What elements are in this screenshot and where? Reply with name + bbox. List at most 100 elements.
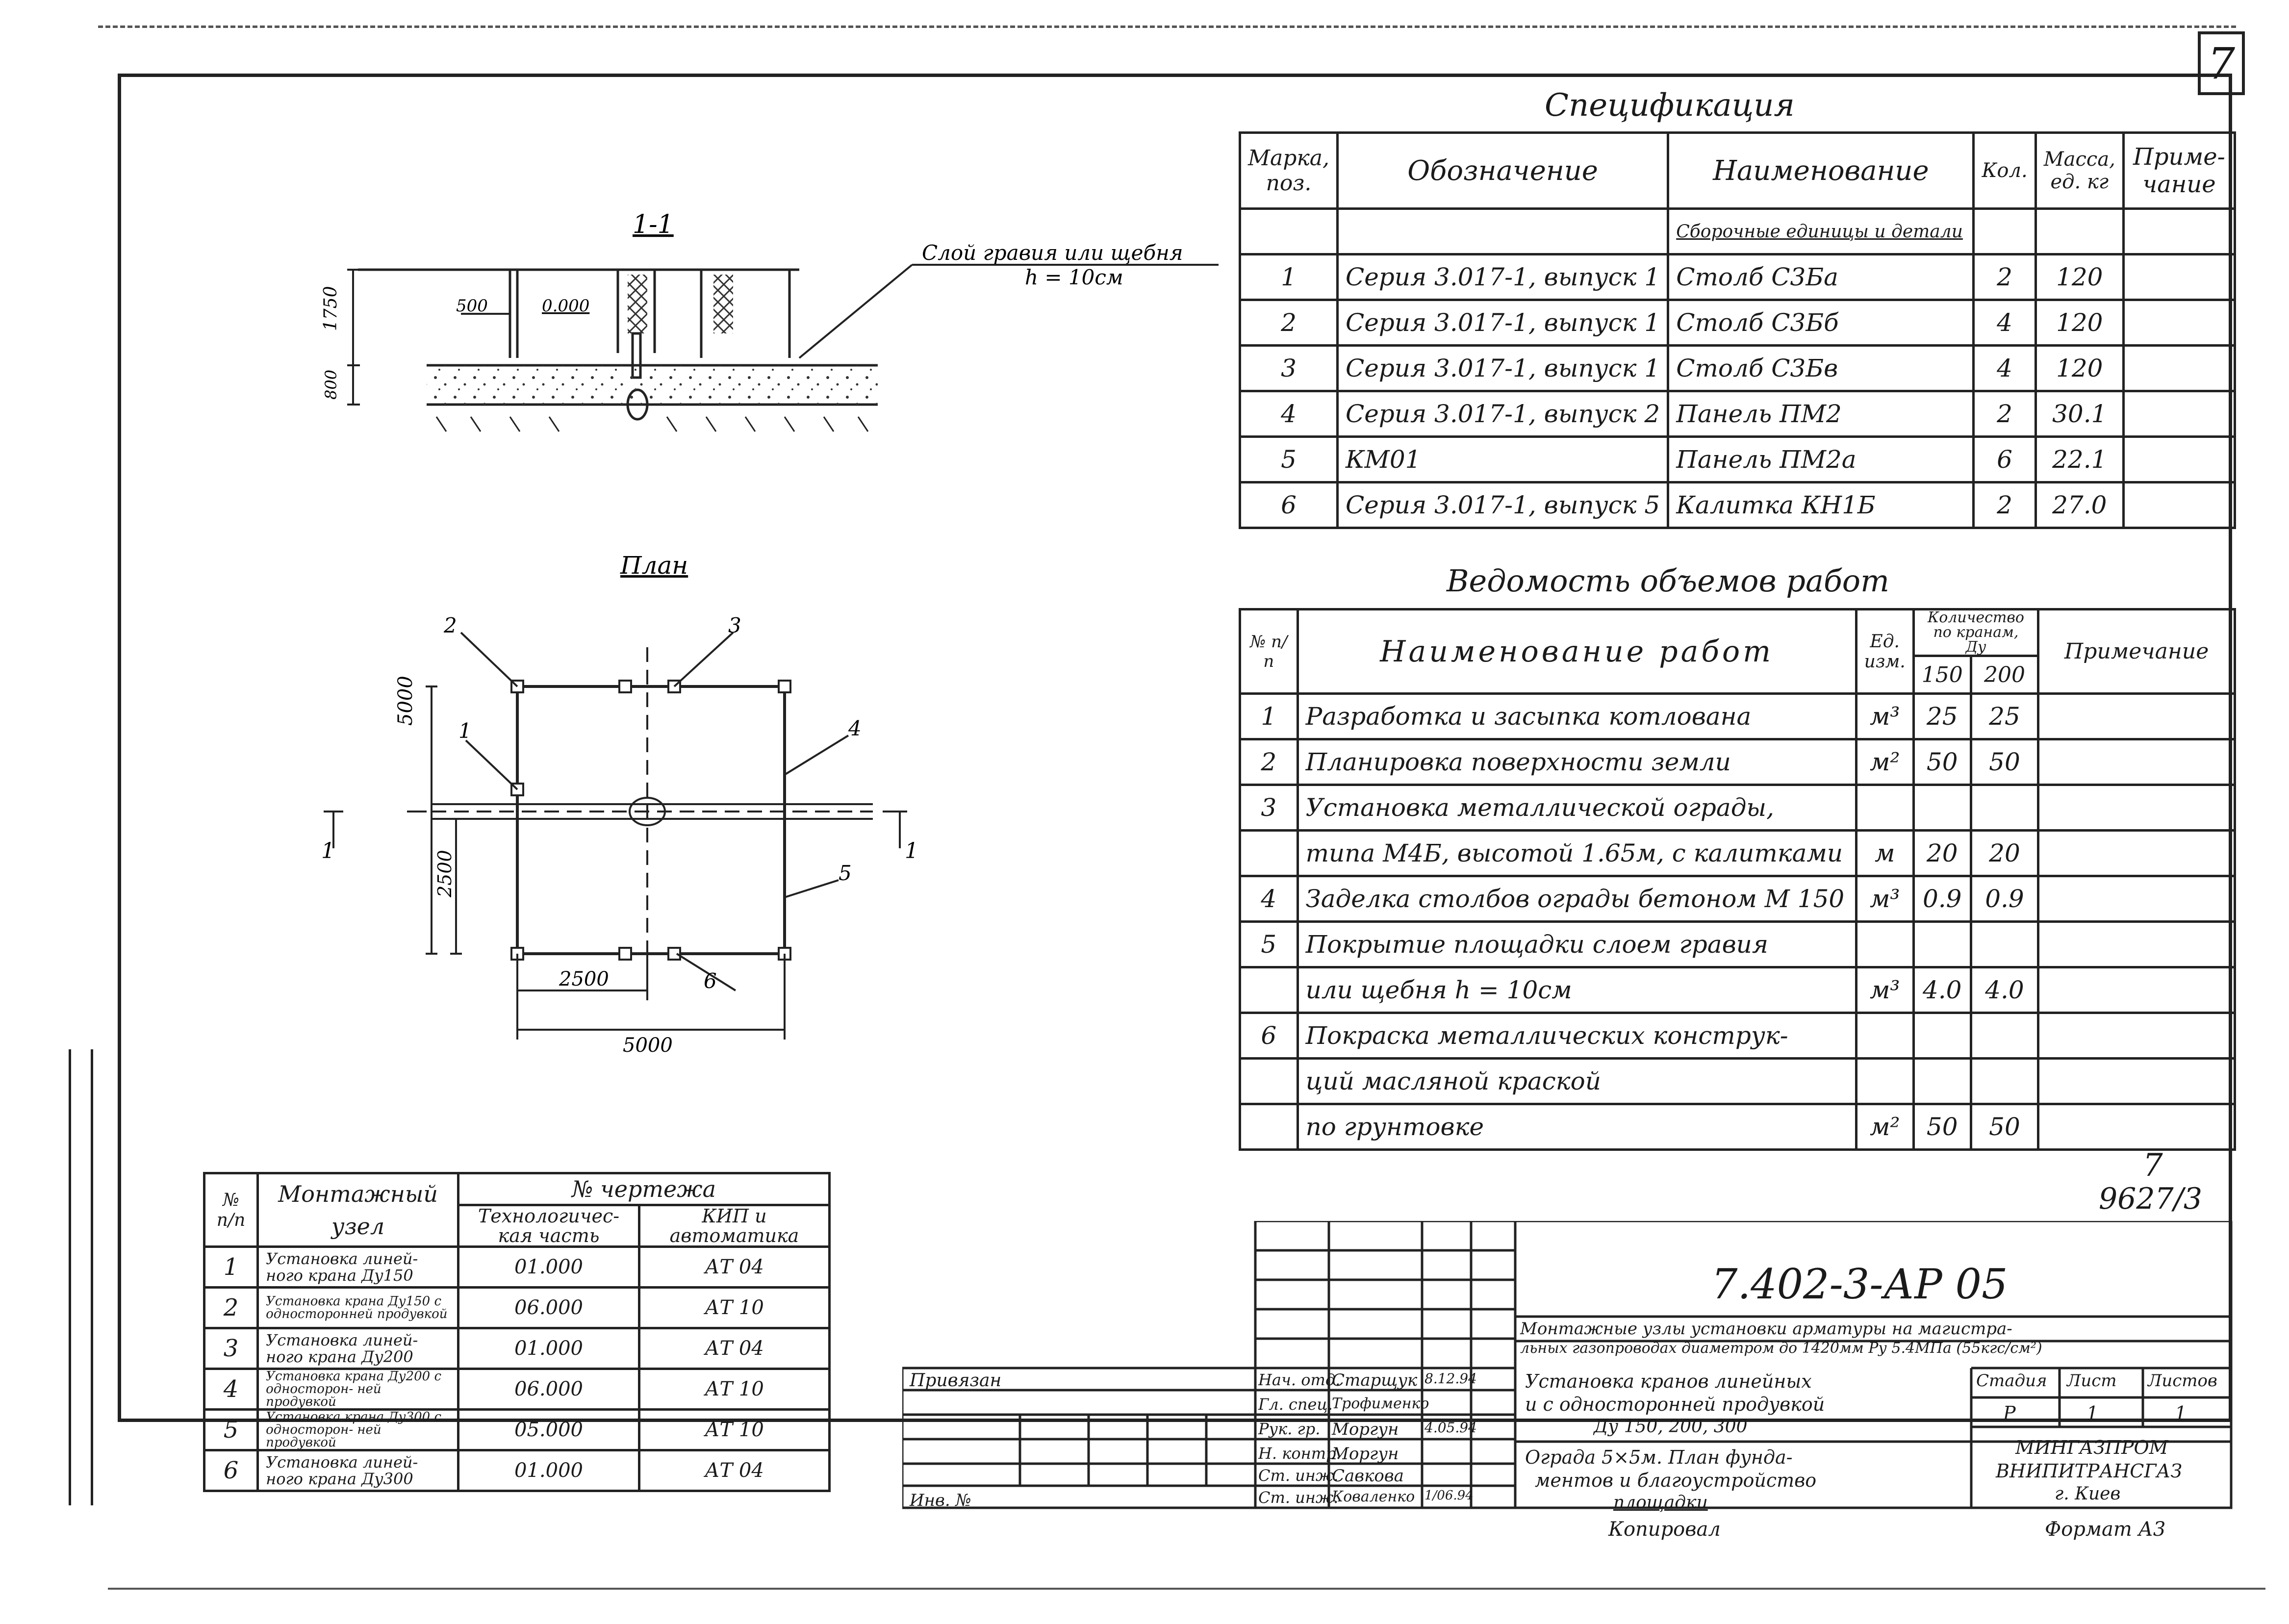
sheet-header: Лист	[2067, 1371, 2117, 1391]
spec-name: Калитка КН1Б	[1667, 481, 1975, 529]
cut-mark-right: 1	[905, 838, 918, 863]
spec-designation: Серия 3.017-1, выпуск 2	[1336, 390, 1670, 438]
vol-d150	[1912, 784, 1972, 832]
vol-note	[2037, 875, 2236, 923]
sheet-title-5: ментов и благоустройство	[1535, 1470, 1817, 1491]
vol-note	[2037, 829, 2236, 877]
sheets-value: 1	[2175, 1402, 2187, 1424]
spec-qty: 2	[1972, 481, 2037, 529]
dim-1750: 1750	[321, 286, 341, 331]
album-number: 7	[2143, 1147, 2163, 1184]
vol-unit: м²	[1855, 738, 1915, 786]
node-num: 6	[203, 1449, 259, 1492]
role-date: 4.05.94	[1424, 1420, 1477, 1436]
node-desc: Установка линей- ного крана Ду150	[256, 1245, 460, 1289]
vol-d200: 25	[1969, 692, 2040, 740]
org-ministry: МИНГАЗПРОМ	[2015, 1437, 2168, 1458]
spec-note	[2122, 481, 2237, 529]
vol-num: 4	[1239, 875, 1299, 923]
spec-cell	[2034, 207, 2125, 255]
vol-note	[2037, 966, 2236, 1014]
role-name: Савкова	[1332, 1466, 1404, 1486]
org-city: г. Киев	[2055, 1484, 2121, 1504]
vol-d150: 4.0	[1912, 966, 1972, 1014]
role-label: Нач. отд.	[1258, 1370, 1341, 1389]
sheet-title-6: площадки	[1613, 1493, 1708, 1513]
sheet-value: 1	[2086, 1402, 2099, 1424]
vol-d150: 20	[1912, 829, 1972, 877]
vol-name: Заделка столбов ограды бетоном М 150	[1296, 875, 1857, 923]
volumes-header-unit: Ед. изм.	[1855, 608, 1915, 695]
spec-note	[2122, 253, 2237, 301]
spec-mass: 27.0	[2034, 481, 2125, 529]
section-label: 1-1	[633, 210, 674, 239]
nodes-header-node: Монтажный узел	[256, 1172, 460, 1248]
privyazan-label: Привязан	[910, 1370, 1002, 1391]
pos-label-6: 6	[704, 969, 717, 993]
pos-label-5: 5	[839, 861, 852, 885]
volumes-header-d2: 200	[1969, 655, 2040, 695]
sheet-title-4: Ограда 5×5м. План фунда-	[1525, 1446, 1793, 1468]
spec-pos: 5	[1239, 435, 1339, 483]
vol-d200	[1969, 920, 2040, 968]
role-date: 1/06.94	[1424, 1488, 1474, 1503]
doc-description-2: льных газопроводах диаметром до 1420мм Р…	[1520, 1340, 2042, 1357]
dim-800: 800	[322, 370, 340, 400]
doc-description-1: Монтажные узлы установки арматуры на маг…	[1520, 1319, 2012, 1339]
sheet-number: 7	[2198, 31, 2245, 95]
pos-label-4: 4	[848, 716, 862, 740]
node-desc: Установка крана Ду300 с односторон- ней …	[256, 1408, 460, 1451]
vol-name: Планировка поверхности земли	[1296, 738, 1857, 786]
vol-num: 1	[1239, 692, 1299, 740]
spec-header-designation: Обозначение	[1336, 131, 1670, 210]
vol-unit: м³	[1855, 875, 1915, 923]
volumes-header-d1: 150	[1912, 655, 1972, 695]
spec-mass: 30.1	[2034, 390, 2125, 438]
site-drawing: 1-1	[321, 210, 1219, 1057]
vol-name: по грунтовке	[1296, 1103, 1857, 1151]
fence-mesh	[628, 275, 647, 333]
vol-d200: 50	[1969, 1103, 2040, 1151]
node-kip: АТ 04	[637, 1327, 831, 1370]
spec-designation: КМ01	[1336, 435, 1670, 483]
node-kip: АТ 04	[637, 1449, 831, 1492]
role-label: Рук. гр.	[1258, 1420, 1321, 1438]
vol-unit	[1855, 784, 1915, 832]
node-num: 1	[203, 1245, 259, 1289]
dim-5000-vertical: 5000	[394, 676, 417, 726]
node-num: 3	[203, 1327, 259, 1370]
volumes-header-name: Наименование работ	[1296, 608, 1857, 695]
spec-qty: 4	[1972, 344, 2037, 392]
node-tech: 01.000	[457, 1449, 640, 1492]
spec-cell	[2122, 207, 2237, 255]
table-row: 3 Серия 3.017-1, выпуск 1 Столб С3Бв 4 1…	[1239, 344, 2237, 392]
vol-num: 6	[1239, 1012, 1299, 1060]
node-tech: 06.000	[457, 1286, 640, 1329]
spec-header-name: Наименование	[1667, 131, 1975, 210]
gravel-note-2: h = 10см	[1025, 265, 1123, 289]
sheet-title-3: Ду 150, 200, 300	[1594, 1417, 1748, 1437]
left-margin-stamp	[69, 1049, 93, 1505]
spec-cell	[1239, 207, 1339, 255]
sheet-title-2: и с односторонней продувкой	[1525, 1394, 1825, 1415]
role-date: 8.12.94	[1424, 1370, 1477, 1387]
vol-name: Разработка и засыпка котлована	[1296, 692, 1857, 740]
vol-note	[2037, 920, 2236, 968]
vol-name: Покраска металлических конструк-	[1296, 1012, 1857, 1060]
vol-note	[2037, 784, 2236, 832]
stage-header: Стадия	[1976, 1371, 2047, 1391]
sheets-header: Листов	[2148, 1371, 2217, 1391]
spec-name: Столб С3Ба	[1667, 253, 1975, 301]
dim-2500-horizontal: 2500	[559, 968, 609, 990]
vol-note	[2037, 1012, 2236, 1060]
vol-name: или щебня h = 10см	[1296, 966, 1857, 1014]
spec-header-pos: Марка, поз.	[1239, 131, 1339, 210]
nodes-header-tech: Технологичес-кая часть	[457, 1204, 640, 1248]
node-kip: АТ 04	[637, 1245, 831, 1289]
